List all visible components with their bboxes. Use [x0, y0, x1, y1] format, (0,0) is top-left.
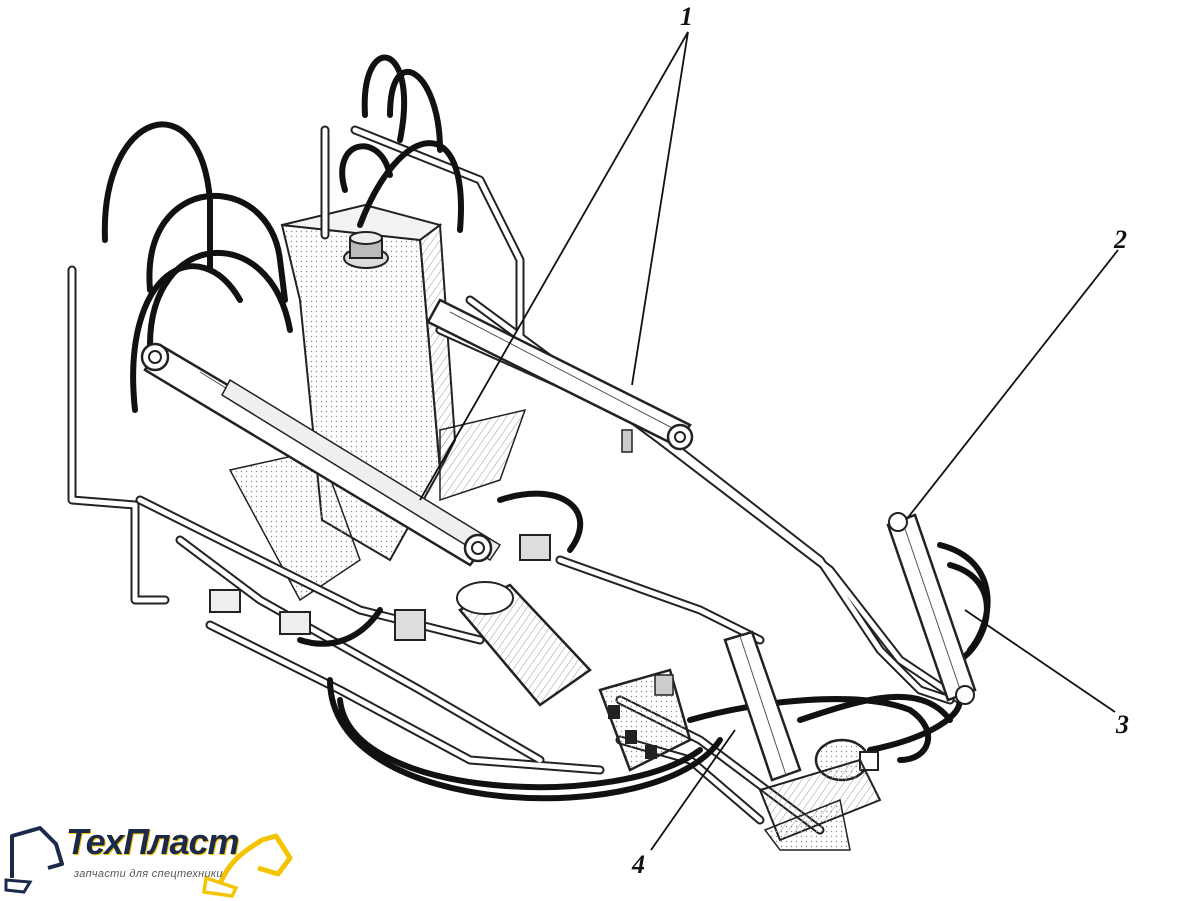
- leader-1a: [419, 31, 689, 501]
- leader-lines: [419, 31, 1119, 851]
- leader-4: [650, 729, 736, 851]
- brand-logo: ТехПласт запчасти для спецтехники: [0, 818, 300, 898]
- brand-name: ТехПласт: [66, 821, 240, 862]
- hydraulic-cylinder-right: [426, 298, 694, 453]
- distributor-block: [209, 589, 426, 641]
- brand-tagline: запчасти для спецтехники: [74, 868, 223, 880]
- leader-1b: [631, 31, 689, 386]
- callout-4: 4: [632, 850, 645, 879]
- hydraulic-cylinder-left: [140, 342, 551, 567]
- filter-canister: [456, 581, 592, 707]
- leader-3: [964, 609, 1116, 713]
- callout-1: 1: [680, 2, 693, 31]
- control-valve: [598, 668, 692, 772]
- callout-2: 2: [1114, 225, 1127, 254]
- small-cylinder: [886, 512, 977, 705]
- steel-pipes: [67, 125, 965, 835]
- leader-2: [905, 249, 1119, 521]
- steering-cylinder: [723, 630, 802, 782]
- excavator-icon: [4, 826, 293, 898]
- callout-3: 3: [1116, 710, 1129, 739]
- hydraulic-pump: [758, 738, 882, 851]
